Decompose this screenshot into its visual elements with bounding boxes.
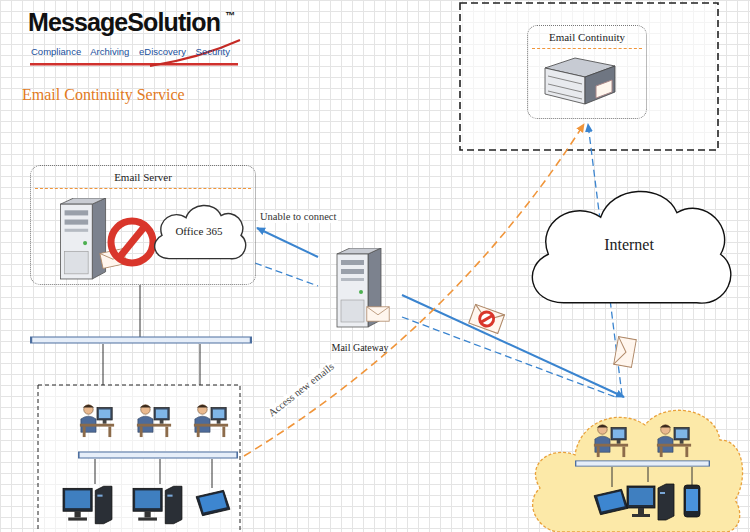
desktop-icon — [63, 486, 112, 523]
remote-users-cloud — [533, 410, 743, 532]
phone-icon — [684, 485, 700, 517]
desktop-icon — [627, 484, 674, 520]
diagram-title: Email Continuity Service — [22, 86, 185, 104]
lan-wire — [103, 344, 104, 385]
lan-wire — [212, 459, 213, 488]
user-icon — [137, 405, 171, 437]
logo-tagline: Compliance Archiving eDiscovery Security — [31, 46, 230, 57]
continuity-server — [545, 58, 615, 104]
node-text: Internet — [604, 236, 654, 254]
continuity-region: Email Continuity — [527, 25, 647, 119]
mail-flow-line — [402, 295, 624, 397]
lan-bus — [576, 461, 710, 466]
internet-cloud: Internet — [520, 178, 738, 312]
tablet-icon — [594, 489, 628, 514]
desktop-icon — [133, 486, 182, 523]
email-server-region: Email ServerOffice 365 — [30, 165, 256, 285]
node-text: Email Continuity — [532, 26, 642, 49]
mail-flow-dashed — [402, 317, 618, 398]
edge-label: Unable to connect — [258, 211, 338, 223]
mail-flow-dashed — [255, 263, 318, 286]
connector — [257, 228, 318, 257]
access-label: Access new emails — [265, 360, 338, 420]
user-icon — [657, 425, 691, 457]
lan-wire — [648, 467, 649, 482]
lan-wire — [612, 467, 613, 487]
node-text: Email Server — [35, 166, 251, 189]
user-icon — [194, 405, 228, 437]
user-icon — [80, 405, 114, 437]
user-icon — [594, 425, 628, 457]
lan-wire — [692, 467, 693, 485]
lan-wire — [200, 344, 201, 385]
node-text: Mail Gateway — [332, 342, 389, 355]
logo-wordmark: MessageSolution — [28, 8, 220, 37]
office365-cloud: Office 365 — [149, 199, 249, 263]
lan-wire — [140, 285, 141, 337]
prohibit-sign — [111, 221, 153, 263]
email-server-icon — [60, 198, 105, 279]
access-path — [244, 124, 584, 456]
lan-wire — [160, 459, 161, 484]
lan-bus — [79, 452, 237, 458]
node-text: Office 365 — [175, 225, 222, 237]
tablet-icon — [196, 490, 230, 515]
blocked-mail-icon — [469, 304, 505, 333]
logo-underline — [30, 63, 238, 66]
trademark-sign: ™ — [225, 10, 235, 21]
mail-envelope — [614, 337, 637, 368]
lan-wire — [95, 459, 96, 484]
lan-bus — [31, 337, 251, 343]
mail-gateway: Mail Gateway — [318, 245, 402, 355]
mail-envelope — [367, 307, 389, 321]
local-users-box — [38, 385, 240, 532]
